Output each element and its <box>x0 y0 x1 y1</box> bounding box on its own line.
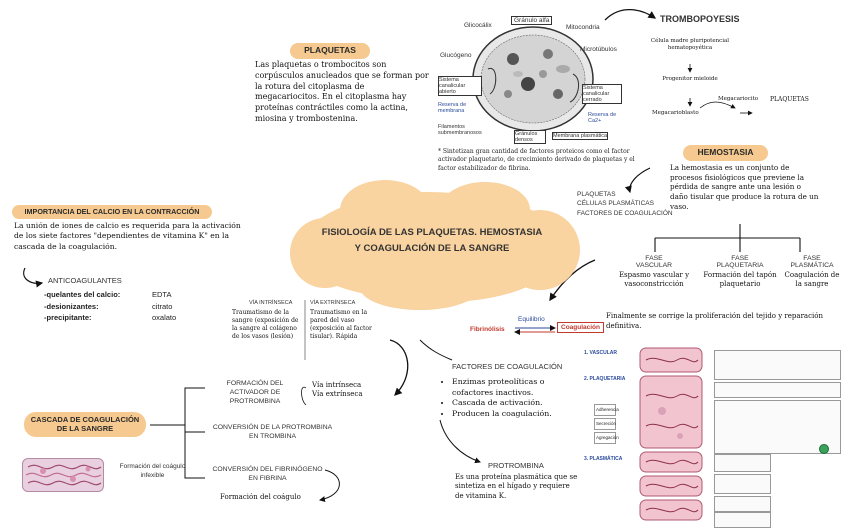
via-extrinseca-title: VÍA EXTRÍNSECA <box>310 300 356 306</box>
fig-label-filamentos: Filamentos submembranosos <box>438 124 482 136</box>
via-extrinseca-text: Traumatismo en la pared del vaso (exposi… <box>310 309 372 341</box>
diagram-desc-box-5 <box>714 474 771 494</box>
calcio-title: IMPORTANCIA DEL CALCIO EN LA CONTRACCIÓN <box>12 205 212 220</box>
factor-item-3: Producen la coagulación. <box>452 409 575 420</box>
diagram-desc-box-7 <box>714 512 771 528</box>
cascada-vias-list: Vía intrínseca Vía extrínseca <box>312 381 363 399</box>
cascada-step-2: CONVERSIÓN DE LA PROTROMBINA EN TROMBINA <box>212 424 333 440</box>
platelet-structure-figure: Glicocálix Gránulo alfa Mitocondria Gluc… <box>438 14 622 144</box>
via-list-intrinseca: Vía intrínseca <box>312 381 362 389</box>
fig-label-microtubulos: Microtúbulos <box>580 46 617 53</box>
anticoagulantes-title: ANTICOAGULANTES <box>48 276 122 285</box>
fig-label-glucogeno: Glucógeno <box>440 52 472 59</box>
phase-plaquetaria-title: FASE PLAQUETARIA <box>716 255 764 269</box>
cascada-step-1: FORMACIÓN DEL ACTIVADOR DE PROTROMBINA <box>226 380 284 405</box>
factor-item-1: Enzimas proteolíticas o cofactores inact… <box>452 377 575 398</box>
hemostasia-title: HEMOSTASIA <box>683 145 768 161</box>
phase-plaquetaria: FASE PLAQUETARIA Formación del tapón pla… <box>703 255 777 289</box>
trombo-step-1: Célula madre pluripotencial hematopoyéti… <box>650 38 730 52</box>
plaquetas-text: Las plaquetas o trombocitos son corpúscu… <box>255 60 429 123</box>
hemostasia-participants: PLAQUETAS CÉLULAS PLASMÁTICAS FACTORES D… <box>577 190 673 218</box>
participant-celulas: CÉLULAS PLASMÁTICAS <box>577 200 654 208</box>
diagram-phase-2: 2. PLAQUETARIA <box>584 376 626 382</box>
fig-label-reserva-ca: Reserva de Ca2+ <box>588 112 617 124</box>
phase-plasmatica-desc: Coagulación de la sangre <box>784 271 840 288</box>
diagram-box-adherencia: Adherencia <box>594 404 619 416</box>
cascada-title: CASCADA DE COAGULACIÓN DE LA SANGRE <box>24 412 146 438</box>
fig-label-sistema-abierto: Sistema canalicular abierto <box>438 76 482 96</box>
anticoag-item-1: -quelantes del calcio:EDTA <box>44 290 172 299</box>
fig-label-reserva-membrana: Reserva de membrana <box>438 102 467 114</box>
diagram-green-dot-icon <box>819 444 829 454</box>
fig-label-mitocondria: Mitocondria <box>566 24 600 31</box>
hemostasia-final: Finalmente se corrige la proliferación d… <box>606 312 826 332</box>
calcio-text: La unión de iones de calcio es requerida… <box>14 221 241 251</box>
phase-plaquetaria-desc: Formación del tapón plaquetario <box>703 271 777 288</box>
trombo-step-2: Progenitor mieloide <box>662 76 718 82</box>
fig-label-granulo-alfa: Gránulo alfa <box>511 16 553 25</box>
diagram-left-boxes: Adherencia Secreción Agregación <box>594 404 619 444</box>
protrombina-title: PROTROMBINA <box>488 461 544 470</box>
cascada-fibrina-result: Formación del coágulo <box>220 493 301 501</box>
fig-label-glicocalix: Glicocálix <box>464 22 492 29</box>
equilibrio-label: Equilibrio <box>518 316 545 323</box>
diagram-box-agregacion: Agregación <box>594 431 619 444</box>
clot-caption: Formación del coágulo infexible <box>119 463 186 479</box>
diagram-desc-box-3 <box>714 400 841 454</box>
diagram-phase-3: 3. PLASMÁTICA <box>584 456 623 462</box>
central-title: FISIOLOGÍA DE LAS PLAQUETAS. HEMOSTASIA … <box>312 225 552 257</box>
diagram-desc-box-4 <box>714 454 771 472</box>
central-title-line2: Y COAGULACIÓN DE LA SANGRE <box>354 243 510 255</box>
via-intrinseca-title: VÍA INTRÍNSECA <box>249 300 293 306</box>
via-intrinseca-text: Traumatismo de la sangre (exposición de … <box>232 309 299 341</box>
factor-item-2: Cascada de activación. <box>452 398 575 409</box>
fig-label-sistema-cerrado: Sistema canalicular cerrado <box>582 84 622 104</box>
vessel-illustration <box>639 347 703 521</box>
participant-plaquetas: PLAQUETAS <box>577 191 616 198</box>
anticoagulantes-list: -quelantes del calcio:EDTA -desionizante… <box>44 289 224 324</box>
plaquetas-note: * Sintetizan gran cantidad de factores p… <box>438 148 635 172</box>
hemostasia-text: La hemostasia es un conjunto de procesos… <box>670 163 819 211</box>
fibrinolisis-label: Fibrinólisis <box>470 326 505 333</box>
trombopoyesis-title: TROMBOPOYESIS <box>660 14 740 24</box>
phase-vascular-title: FASE VASCULAR <box>635 255 673 269</box>
diagram-desc-box-1 <box>714 350 841 380</box>
via-list-extrinseca: Vía extrínseca <box>312 389 363 398</box>
diagram-desc-box-2 <box>714 382 841 398</box>
hemostasis-phase-diagram: 1. VASCULAR 2. PLAQUETARIA 3. PLASMÁTICA… <box>584 346 846 528</box>
phase-vascular: FASE VASCULAR Espasmo vascular y vasocon… <box>615 255 693 289</box>
diagram-box-secrecion: Secreción <box>594 417 616 430</box>
fig-label-granulos-densos: Gránulos densos <box>514 130 546 144</box>
protrombina-text: Es una proteína plasmática que se sintet… <box>455 473 578 500</box>
phase-plasmatica: FASE PLASMÁTICA Coagulación de la sangre <box>782 255 842 289</box>
anticoag-item-3: -precipitante:oxalato <box>44 313 177 323</box>
trombo-step-4: Megacariocito <box>718 96 759 102</box>
central-title-line1: FISIOLOGÍA DE LAS PLAQUETAS. HEMOSTASIA <box>321 227 543 238</box>
trombo-step-5: PLAQUETAS <box>770 96 809 103</box>
trombo-step-3: Megacarioblasto <box>652 110 699 116</box>
phase-vascular-desc: Espasmo vascular y vasoconstricción <box>618 271 690 288</box>
cascada-step-3: CONVERSIÓN DEL FIBRINÓGENO EN FIBRINA <box>212 466 323 482</box>
diagram-desc-box-6 <box>714 496 771 512</box>
factores-list: Enzimas proteolíticas o cofactores inact… <box>440 377 575 419</box>
clot-image <box>22 458 104 492</box>
diagram-phase-1: 1. VASCULAR <box>584 350 617 356</box>
fig-label-membrana-plasmatica: Membrana plasmática <box>552 132 609 140</box>
anticoag-item-2: -desionizantes:citrato <box>44 301 173 311</box>
factores-title: FACTORES DE COAGULACIÓN <box>452 362 563 371</box>
phase-plasmatica-title: FASE PLASMÁTICA <box>790 255 834 269</box>
plaquetas-title: PLAQUETAS <box>290 43 370 59</box>
participant-factores: FACTORES DE COAGULACIÓN <box>577 209 673 217</box>
coagulacion-label: Coagulación <box>557 322 605 333</box>
